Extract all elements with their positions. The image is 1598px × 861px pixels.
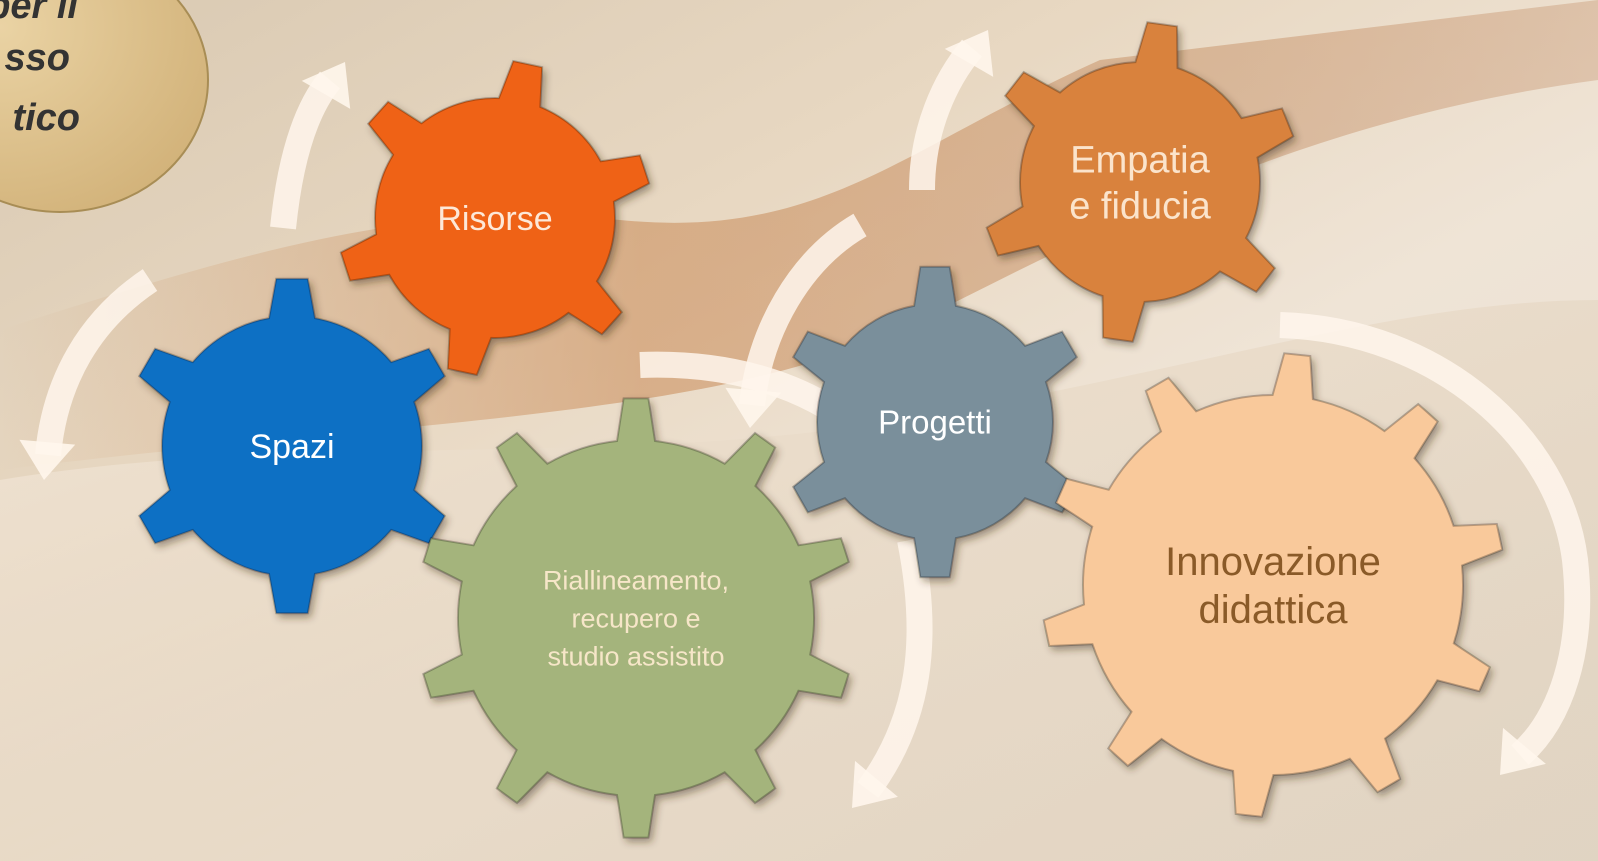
gear-icon (137, 277, 447, 615)
corner-badge: per il sso tico (0, 0, 209, 213)
cycle-arrow (1279, 312, 1591, 765)
gear-label-line: Riallineamento, (543, 566, 729, 596)
corner-badge-line: sso (5, 37, 70, 79)
gear-label-line: Progetti (878, 404, 992, 441)
gear-label-line: recupero e (571, 604, 700, 634)
gear-risorse: Risorse (339, 59, 651, 377)
gear-icon (791, 265, 1079, 579)
gear-label-line: Risorse (437, 200, 552, 238)
gear-spazi: Spazi (137, 277, 447, 615)
corner-badge-line: per il (0, 0, 79, 27)
gear-label-line: Empatia (1070, 139, 1210, 181)
gear-label: Spazi (249, 428, 334, 466)
gear-icon (1042, 352, 1504, 818)
cycle-arrow (739, 213, 867, 407)
arrowhead-icon (301, 62, 351, 109)
gear-label: Progetti (878, 404, 992, 441)
corner-badge-shape (0, 0, 209, 213)
gear-label: Risorse (437, 200, 552, 238)
cycle-arrow (857, 537, 933, 798)
gear-label: Riallineamento, recupero e studio assistit… (543, 566, 729, 672)
gear-icon (985, 21, 1295, 343)
gear-riallineamento: Riallineamento, recupero e studio assistit… (422, 397, 850, 839)
gear-progetti: Progetti (791, 265, 1079, 579)
gear-label-line: studio assistito (547, 642, 724, 672)
cycle-arrow (35, 269, 158, 457)
arrowhead-icon (725, 387, 782, 428)
gear-label-line: Spazi (249, 428, 334, 466)
cycle-arrow (909, 39, 983, 191)
gear-label-line: e fiducia (1069, 185, 1211, 227)
arrowhead-icon (944, 30, 994, 77)
gear-icon (422, 397, 850, 839)
gear-label-line: Innovazione (1165, 540, 1381, 584)
corner-badge-line: tico (12, 97, 80, 139)
arrowhead-icon (1500, 727, 1546, 775)
arrowhead-icon (852, 760, 898, 808)
arrowhead-icon (19, 439, 76, 480)
gear-icon (339, 59, 651, 377)
gear-label-line: didattica (1199, 588, 1349, 632)
